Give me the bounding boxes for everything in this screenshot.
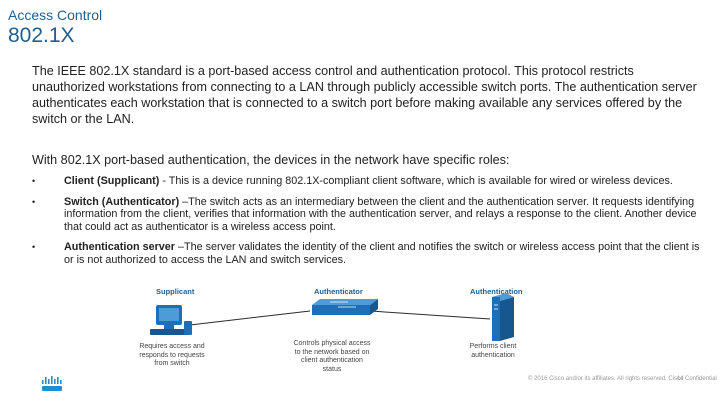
roles-intro: With 802.1X port-based authentication, t… xyxy=(32,153,510,167)
server-caption: Performs client authentication xyxy=(469,343,517,359)
bullet-authenticator: • Switch (Authenticator) –The switch act… xyxy=(30,196,700,234)
workstation-icon xyxy=(150,305,192,335)
bullet-desc: –The switch acts as an intermediary betw… xyxy=(64,195,697,233)
bullet-desc: - This is a device running 802.1X-compli… xyxy=(159,175,673,187)
network-diagram: Supplicant Authenticator Authentication xyxy=(120,283,560,393)
intro-paragraph: The IEEE 802.1X standard is a port-based… xyxy=(32,64,697,126)
bullet-term: Client (Supplicant) xyxy=(64,175,160,187)
bullet-supplicant: • Client (Supplicant) - This is a device… xyxy=(30,175,700,188)
bullet-term: Authentication server xyxy=(64,241,175,253)
page-number: 14 xyxy=(677,376,684,382)
supplicant-label: Supplicant xyxy=(156,287,195,296)
bullet-desc: –The server validates the identity of th… xyxy=(64,241,700,266)
slide-title: 802.1X xyxy=(8,24,75,47)
section-title: Access Control xyxy=(8,7,103,23)
bullet-term: Switch (Authenticator) xyxy=(64,195,180,208)
authentication-label: Authentication xyxy=(470,287,523,296)
bullet-text: Switch (Authenticator) –The switch acts … xyxy=(64,196,700,234)
bullet-mark: • xyxy=(32,176,36,186)
bullet-mark: • xyxy=(32,242,36,252)
authenticator-caption: Controls physical access to the network … xyxy=(293,340,371,373)
server-icon xyxy=(492,293,514,341)
authenticator-label: Authenticator xyxy=(314,287,363,296)
copyright-text: © 2016 Cisco and/or its affiliates. All … xyxy=(528,376,717,382)
link-switch-server xyxy=(369,310,491,320)
bullet-auth-server: • Authentication server –The server vali… xyxy=(30,241,700,266)
bullet-text: Client (Supplicant) - This is a device r… xyxy=(64,175,673,188)
bullet-mark: • xyxy=(32,196,36,207)
bullet-text: Authentication server –The server valida… xyxy=(64,241,700,266)
diagram-graphics xyxy=(150,293,514,341)
supplicant-caption: Requires access and responds to requests… xyxy=(139,343,205,367)
roles-list: • Client (Supplicant) - This is a device… xyxy=(30,175,700,274)
switch-icon xyxy=(312,299,378,315)
link-client-switch xyxy=(189,310,311,326)
cisco-logo-icon xyxy=(42,376,62,391)
